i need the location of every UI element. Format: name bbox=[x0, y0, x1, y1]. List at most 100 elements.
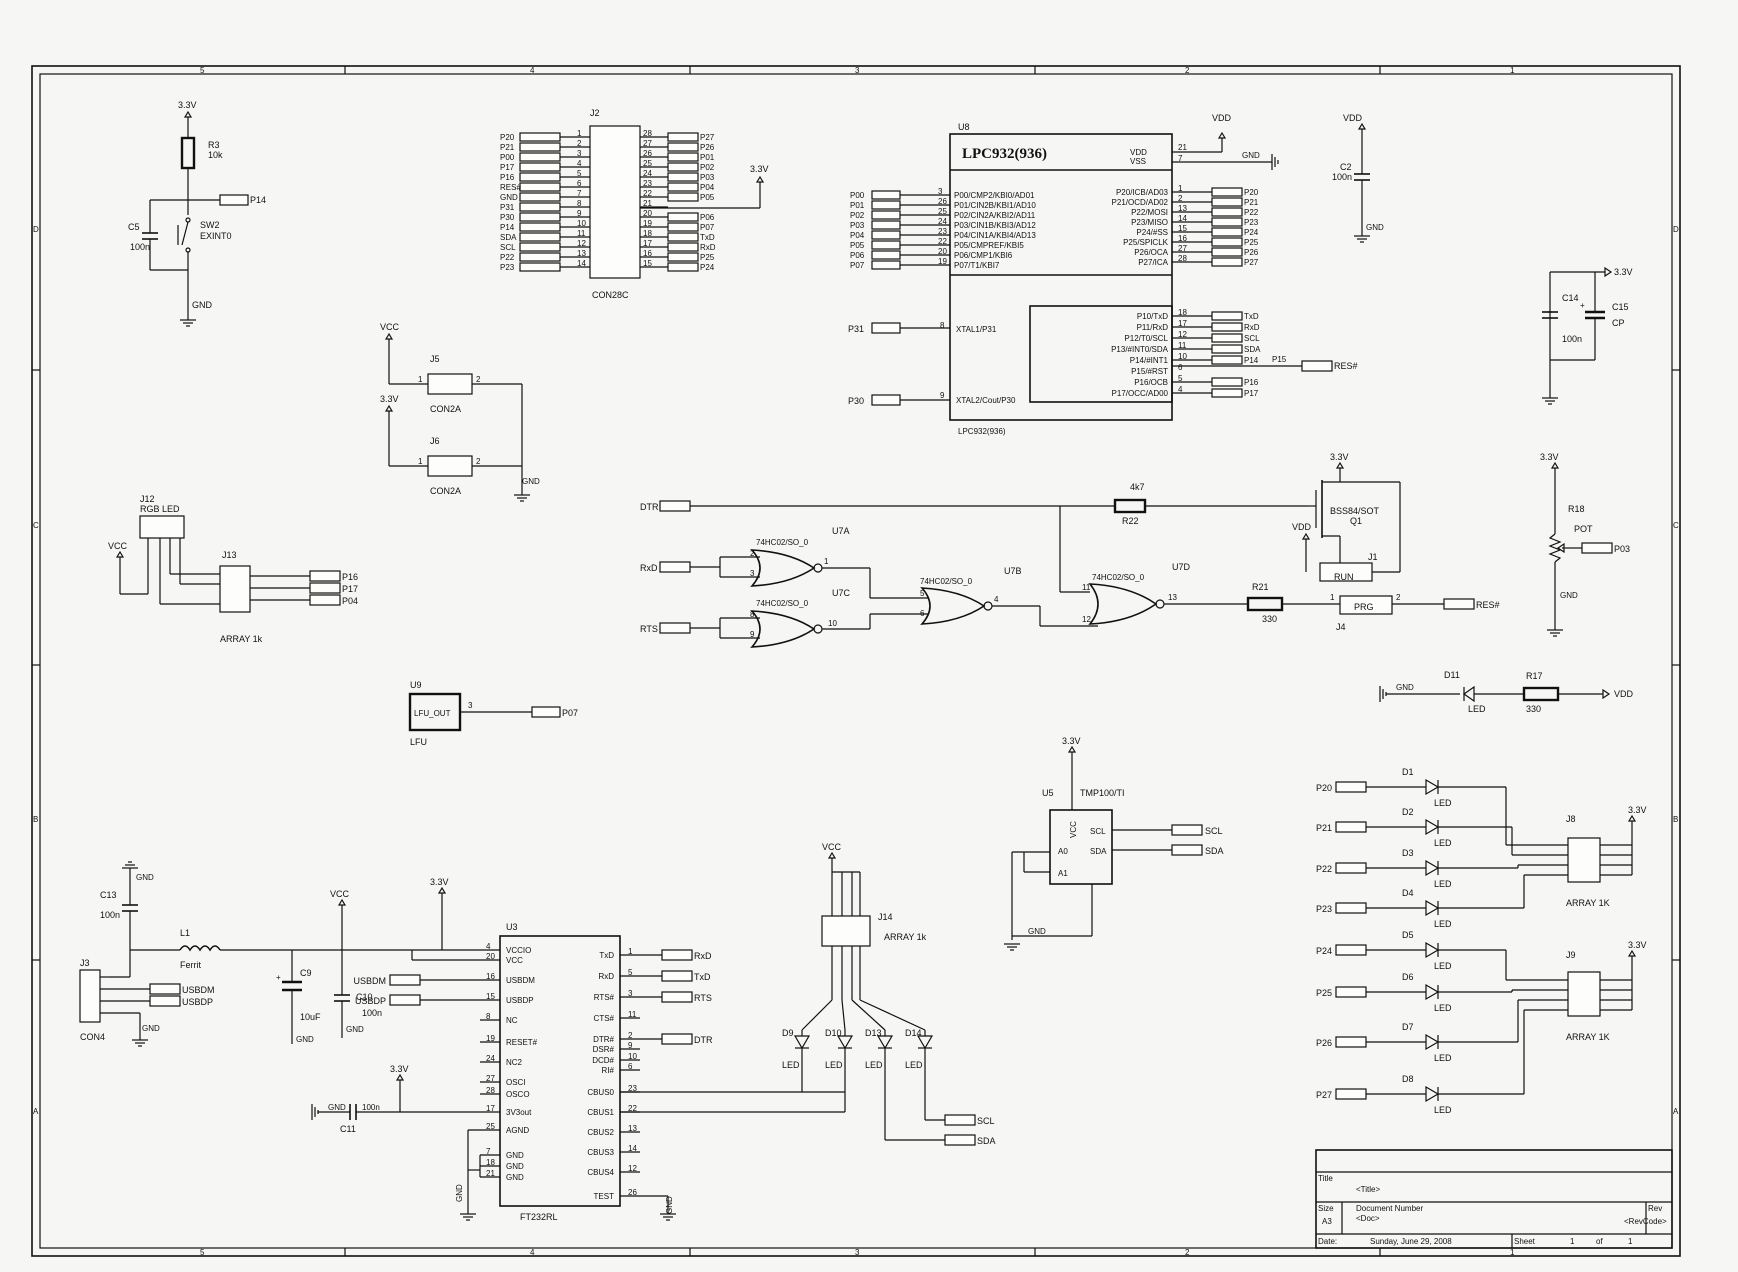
net-flag bbox=[659, 561, 691, 573]
j2-name: CON28C bbox=[592, 290, 629, 300]
pin-vdd: VDD bbox=[1130, 148, 1147, 157]
led-ref: D4 bbox=[1402, 888, 1414, 898]
pin-number: 14 bbox=[628, 1144, 637, 1153]
u8-title: LPC932(936) bbox=[962, 146, 1047, 162]
power-arrow-icon bbox=[1335, 461, 1345, 469]
net-flag-res bbox=[1301, 360, 1333, 372]
zone-label: 5 bbox=[200, 66, 205, 75]
u8-pin-func: P27/ICA bbox=[1138, 258, 1168, 267]
c11-value: 100n bbox=[362, 1103, 380, 1112]
c2-value: 100n bbox=[1332, 172, 1352, 182]
net-flag bbox=[667, 142, 699, 152]
u8-pin-func: P16/OCB bbox=[1134, 378, 1168, 387]
gnd-label: GND bbox=[665, 1196, 674, 1214]
net-label: P30 bbox=[848, 396, 864, 406]
j2-body bbox=[589, 125, 641, 279]
pin-number: 14 bbox=[1178, 214, 1187, 223]
net-flag bbox=[519, 142, 561, 152]
pin-number: 4 bbox=[577, 159, 582, 168]
net-flag bbox=[1211, 355, 1243, 365]
led-icon bbox=[1425, 983, 1440, 1001]
r17-ref: R17 bbox=[1526, 671, 1543, 681]
u8-pin-func: P10/TxD bbox=[1137, 312, 1168, 321]
power-label-vdd: VDD bbox=[1292, 522, 1312, 532]
u3-pin-name: CBUS4 bbox=[587, 1168, 614, 1177]
j9-ref: J9 bbox=[1566, 950, 1576, 960]
net-label: RxD bbox=[694, 951, 712, 961]
sheet-value: 1 bbox=[1570, 1237, 1575, 1246]
pin-number: 18 bbox=[643, 229, 652, 238]
net-label: P31 bbox=[848, 324, 864, 334]
net-label: P21 bbox=[1244, 198, 1259, 207]
pin-number: 26 bbox=[628, 1188, 637, 1197]
jumpers-j5-j6: VCC J5 CON2A 1 2 3.3V J6 CON2A 1 2 GND bbox=[380, 322, 540, 502]
net-flag bbox=[1211, 311, 1243, 321]
net-flag bbox=[1211, 207, 1243, 217]
j4-name: PRG bbox=[1354, 602, 1374, 612]
net-label: DTR bbox=[640, 502, 659, 512]
net-label: P06 bbox=[700, 213, 715, 222]
gnd-label: GND bbox=[1560, 591, 1578, 600]
power-arrow-icon bbox=[1627, 814, 1637, 822]
led-label: LED bbox=[1434, 919, 1452, 929]
net-label: P03 bbox=[1614, 544, 1630, 554]
doc-value: <Doc> bbox=[1356, 1214, 1380, 1223]
rev-value: <RevCode> bbox=[1624, 1217, 1667, 1226]
u3-pin-name: DTR# bbox=[593, 1035, 614, 1044]
pin-number: 22 bbox=[628, 1104, 637, 1113]
net-flag bbox=[149, 995, 181, 1007]
docnum-label: Document Number bbox=[1356, 1204, 1423, 1213]
pin-number: 1 bbox=[1178, 184, 1183, 193]
u3-pin-name: CBUS2 bbox=[587, 1128, 614, 1137]
gnd-label: GND bbox=[1028, 927, 1046, 936]
net-label: DTR bbox=[694, 1035, 713, 1045]
net-flag bbox=[519, 162, 561, 172]
pin-number: 18 bbox=[1178, 308, 1187, 317]
power-label-vcc: VCC bbox=[108, 541, 128, 551]
net-label: P04 bbox=[342, 596, 358, 606]
led-label: LED bbox=[905, 1060, 923, 1070]
zone-label: 1 bbox=[1510, 66, 1515, 75]
pin-number: 27 bbox=[1178, 244, 1187, 253]
pin-number: 16 bbox=[643, 249, 652, 258]
u3-pin-name: RESET# bbox=[506, 1038, 538, 1047]
zone-label: 2 bbox=[1185, 66, 1190, 75]
net-label: P14 bbox=[500, 223, 515, 232]
net-flag bbox=[871, 220, 901, 230]
led-ref: D5 bbox=[1402, 930, 1414, 940]
jumper-j6 bbox=[427, 455, 473, 477]
power-arrow-icon bbox=[384, 404, 394, 412]
net-flag bbox=[667, 152, 699, 162]
pin-number: 11 bbox=[1178, 341, 1187, 350]
pin-number: 3 bbox=[468, 701, 473, 710]
net-label: RTS bbox=[640, 624, 658, 634]
power-arrow-icon bbox=[384, 332, 394, 340]
size-value: A3 bbox=[1322, 1217, 1332, 1226]
net-flag bbox=[531, 706, 561, 718]
pin-vss: VSS bbox=[1130, 157, 1146, 166]
pin-number: 1 bbox=[418, 375, 423, 384]
pin-number: 2 bbox=[628, 1031, 633, 1040]
u5-pin: A0 bbox=[1058, 847, 1068, 856]
power-arrow-icon bbox=[1067, 745, 1077, 753]
u8-pin-func: P02/CIN2A/KBI2/AD11 bbox=[954, 211, 1036, 220]
net-label: P22 bbox=[1316, 864, 1332, 874]
net-flag bbox=[1335, 862, 1367, 874]
led-icon bbox=[1425, 941, 1440, 959]
pin-number: 9 bbox=[577, 209, 582, 218]
pin-number: 8 bbox=[577, 199, 582, 208]
u7a-ref: U7A bbox=[832, 526, 850, 536]
zone-label: D bbox=[1673, 225, 1679, 234]
pin-number: 23 bbox=[643, 179, 652, 188]
pin-number: 16 bbox=[486, 972, 495, 981]
net-label: USBDM bbox=[182, 985, 215, 995]
power-arrow-icon bbox=[1357, 122, 1367, 130]
led-icon bbox=[1425, 859, 1440, 877]
net-flag bbox=[309, 582, 341, 594]
pin-number: 25 bbox=[643, 159, 652, 168]
gate-type: 74HC02/SO_0 bbox=[756, 538, 809, 547]
usb-connector-j3 bbox=[79, 969, 101, 1023]
net-label: P31 bbox=[500, 203, 515, 212]
net-label: SCL bbox=[1205, 826, 1223, 836]
net-label: P07 bbox=[562, 708, 578, 718]
